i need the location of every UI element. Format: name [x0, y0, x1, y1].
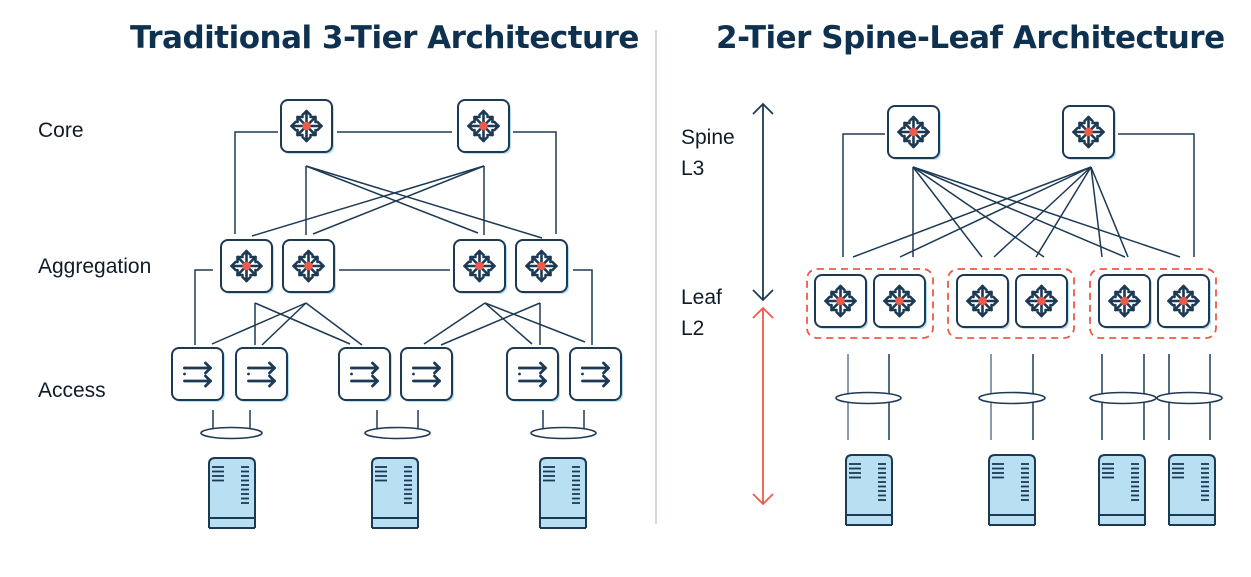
spine-router [1062, 105, 1116, 160]
device-body [569, 347, 622, 401]
aggregation-router [220, 239, 274, 294]
tier-label-leaf: Leaf [681, 286, 722, 309]
connection-line [1118, 133, 1195, 257]
core-router [457, 99, 511, 154]
connection-line [1035, 166, 1092, 258]
tier-label-spine: Spine [681, 126, 735, 149]
server [1098, 454, 1146, 526]
connection-line [1090, 166, 1103, 258]
connection-line [305, 165, 479, 234]
leaf-router [873, 274, 927, 329]
link-aggregation-icon [1089, 391, 1157, 405]
connection-line [254, 302, 351, 345]
connection-line [211, 302, 307, 345]
leaf-router [814, 274, 868, 329]
connection-line [305, 302, 363, 346]
leaf-router [1015, 274, 1069, 329]
leaf-router [1157, 274, 1211, 329]
link-aggregation-icon [978, 391, 1046, 405]
server-outline [1168, 454, 1216, 525]
connection-line [912, 166, 983, 258]
connection-line [234, 131, 278, 234]
connection-line [251, 165, 485, 237]
right-panel-title: 2-Tier Spine-Leaf Architecture [716, 20, 1225, 56]
server [988, 454, 1036, 526]
connection-line [513, 131, 557, 234]
device-body [506, 347, 559, 401]
tier-label-aggregation: Aggregation [38, 255, 152, 278]
leaf-pair-group [947, 268, 1075, 339]
connection-line [573, 269, 593, 345]
access-switch [338, 347, 392, 402]
connection-line [305, 165, 543, 239]
leaf-pair-group [806, 268, 934, 339]
arrow-down-icon [752, 289, 774, 302]
connection-line [842, 133, 885, 257]
connection-line [899, 166, 1092, 258]
leaf-router [1098, 274, 1152, 329]
layer-arrows [752, 102, 774, 506]
server [1168, 454, 1216, 526]
arrow-up-icon [752, 102, 774, 115]
aggregation-router [282, 239, 336, 294]
device-body [338, 347, 391, 401]
connection-line [852, 166, 1092, 258]
device-body [171, 347, 224, 401]
connection-line [912, 166, 1126, 258]
server-outline [988, 454, 1036, 525]
leaf-router [956, 274, 1010, 329]
access-switch [506, 347, 560, 402]
connection-line [484, 302, 586, 343]
link-aggregation-icon [530, 426, 597, 440]
connection-line [440, 302, 541, 346]
connection-line [312, 165, 485, 235]
connection-line [194, 269, 213, 345]
tier-label-access: Access [38, 379, 106, 402]
server-outline [208, 457, 256, 528]
core-router [280, 99, 334, 154]
connection-line [912, 166, 1045, 258]
connection-line [912, 166, 1181, 258]
connection-line [1090, 166, 1129, 258]
server-outline [371, 457, 419, 528]
connection-line [261, 302, 307, 346]
access-switch [171, 347, 225, 402]
arrow-up-icon [752, 306, 774, 319]
server [371, 457, 419, 529]
leaf-pair-group [1089, 268, 1217, 339]
link-aggregation-icon [1156, 391, 1223, 405]
server-outline [539, 457, 587, 528]
access-switch [235, 347, 289, 402]
aggregation-router [515, 239, 569, 294]
tier-label-core: Core [38, 119, 84, 142]
left-panel-title: Traditional 3-Tier Architecture [130, 20, 639, 56]
device-body [400, 347, 453, 401]
link-aggregation-icon [364, 426, 431, 440]
link-aggregation-icon [835, 391, 902, 405]
device-body [235, 347, 288, 401]
connection-line [993, 166, 1092, 258]
connection-line [423, 302, 486, 345]
connection-line [484, 302, 533, 345]
server [208, 457, 256, 529]
access-switch [400, 347, 454, 402]
server-outline [845, 454, 893, 525]
server-outline [1098, 454, 1146, 525]
tier-label-leaf-layer: L2 [681, 317, 705, 340]
aggregation-router [453, 239, 507, 294]
server [845, 454, 893, 526]
link-aggregation-icon [200, 426, 263, 440]
tier-label-spine-layer: L3 [681, 157, 705, 180]
spine-router [887, 105, 941, 160]
access-switch [569, 347, 623, 402]
server [539, 457, 587, 529]
arrow-down-icon [752, 493, 774, 506]
